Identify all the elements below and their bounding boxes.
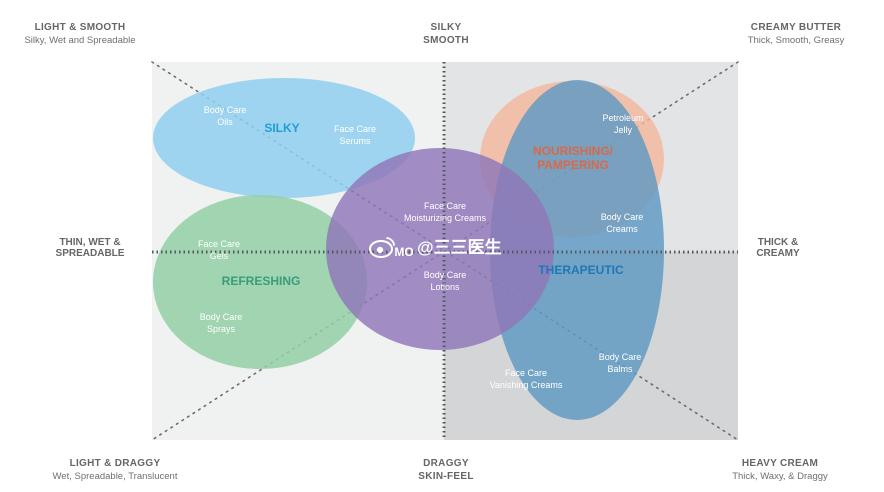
corner-heavy-cream: HEAVY CREAM Thick, Waxy, & Draggy: [660, 458, 884, 482]
ellipse-therapeutic: [490, 80, 664, 420]
diagonal-guide: [151, 61, 739, 441]
ellipse-silky: [153, 78, 415, 198]
product-petroleum-jelly: Petroleum: [602, 113, 643, 123]
ellipse-refreshing: [153, 195, 367, 369]
corner-creamy-butter: CREAMY BUTTER Thick, Smooth, Greasy: [676, 22, 884, 46]
corner-title-2: SMOOTH: [423, 35, 469, 46]
product-face-care-gels: Face Care: [198, 239, 240, 249]
corner-subtitle: Wet, Spreadable, Translucent: [52, 471, 178, 482]
watermark: @三三医生: [369, 237, 502, 258]
product-body-care-sprays-2: Sprays: [207, 324, 236, 334]
category-refreshing: REFRESHING: [222, 274, 301, 288]
product-face-care-moisturizing: Face Care: [424, 201, 466, 211]
product-body-care-oils-2: Oils: [217, 117, 233, 127]
corner-title: DRAGGY: [423, 458, 469, 469]
product-body-care-creams-2: Creams: [606, 224, 638, 234]
side-line-2: SPREADABLE: [55, 248, 125, 259]
side-thin-wet-spreadable: THIN, WET & SPREADABLE: [40, 237, 140, 259]
side-thick-creamy: THICK & CREAMY: [738, 237, 818, 259]
corner-subtitle: Thick, Waxy, & Draggy: [732, 471, 828, 482]
product-face-care-vanishing: Face Care: [505, 368, 547, 378]
corner-light-draggy: LIGHT & DRAGGY Wet, Spreadable, Transluc…: [0, 458, 235, 482]
product-face-care-vanishing-2: Vanishing Creams: [490, 380, 563, 390]
category-nourishing-line1: NOURISHING/: [533, 144, 614, 158]
corner-title: HEAVY CREAM: [741, 458, 819, 469]
product-petroleum-jelly-2: Jelly: [614, 125, 633, 135]
corner-light-smooth: LIGHT & SMOOTH Silky, Wet and Spreadable: [0, 22, 200, 46]
corner-draggy-skin-feel: DRAGGY SKIN-FEEL: [326, 458, 566, 482]
corner-title-2: SKIN-FEEL: [418, 471, 474, 482]
category-nourishing-line2: PAMPERING: [537, 158, 609, 172]
product-face-care-moisturizing-2: Moisturizing Creams: [404, 213, 487, 223]
product-body-care-sprays: Body Care: [200, 312, 243, 322]
corner-subtitle: Thick, Smooth, Greasy: [747, 35, 845, 46]
product-face-care-serums-2: Serums: [339, 136, 371, 146]
corner-title: LIGHT & DRAGGY: [69, 458, 161, 469]
side-line-1: THIN, WET &: [59, 237, 121, 248]
weibo-icon: [369, 237, 395, 258]
watermark-text: @三三医生: [417, 237, 502, 257]
corner-subtitle: Silky, Wet and Spreadable: [24, 35, 136, 46]
category-therapeutic: THERAPEUTIC: [538, 263, 624, 277]
product-body-care-lotions-2: Lotions: [430, 282, 460, 292]
category-silky: SILKY: [264, 121, 299, 135]
product-face-care-serums: Face Care: [334, 124, 376, 134]
product-body-care-lotions: Body Care: [424, 270, 467, 280]
product-body-care-balms-2: Balms: [607, 364, 633, 374]
corner-title: LIGHT & SMOOTH: [34, 22, 126, 33]
corner-title: CREAMY BUTTER: [750, 22, 842, 33]
ellipse-moisturizing: [326, 148, 554, 350]
diagonal-guide: [151, 61, 739, 441]
corner-silky-smooth: SILKY SMOOTH: [326, 22, 566, 46]
product-body-care-balms: Body Care: [599, 352, 642, 362]
side-line-1: THICK &: [757, 237, 799, 248]
product-face-care-gels-2: Gels: [210, 251, 229, 261]
product-body-care-oils: Body Care: [204, 105, 247, 115]
product-body-care-creams: Body Care: [601, 212, 644, 222]
side-line-2: CREAMY: [756, 248, 800, 259]
corner-title: SILKY: [430, 22, 462, 33]
category-moisturizing: MO: [394, 245, 413, 259]
